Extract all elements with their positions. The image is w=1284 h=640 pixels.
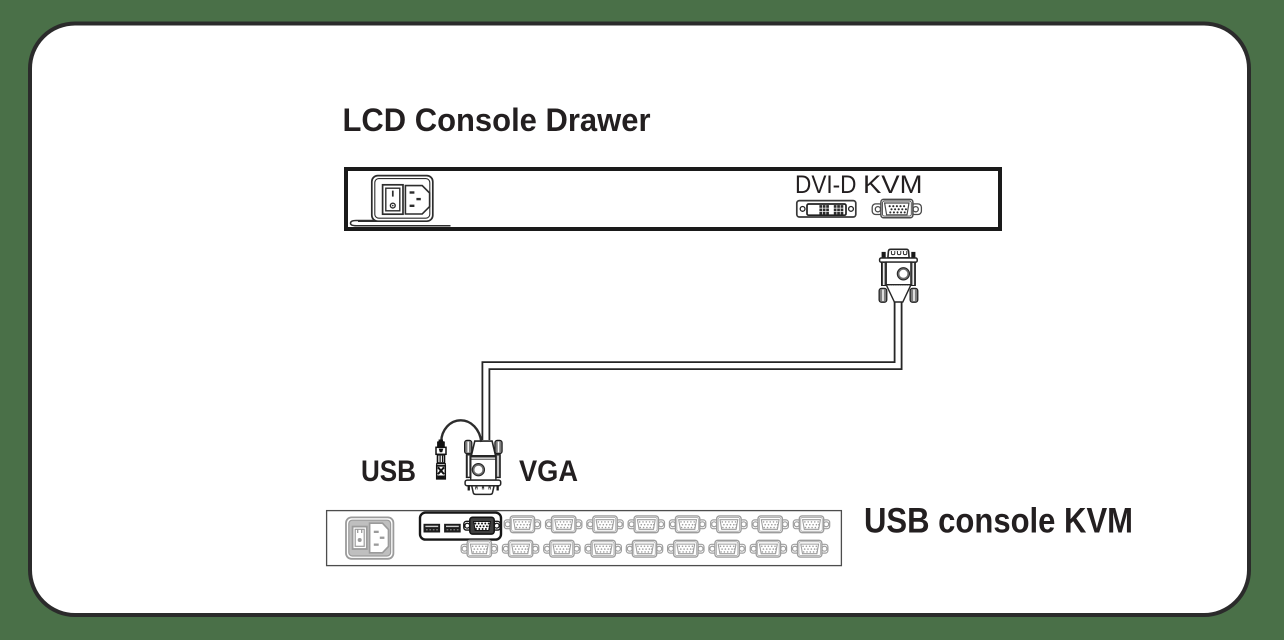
svg-text:DVI-D: DVI-D [795, 171, 857, 199]
svg-text:LCD Console Drawer: LCD Console Drawer [343, 102, 651, 138]
svg-text:USB: USB [361, 455, 416, 488]
svg-text:USB console KVM: USB console KVM [864, 502, 1133, 541]
svg-text:VGA: VGA [519, 455, 578, 488]
svg-text:KVM: KVM [863, 171, 923, 199]
